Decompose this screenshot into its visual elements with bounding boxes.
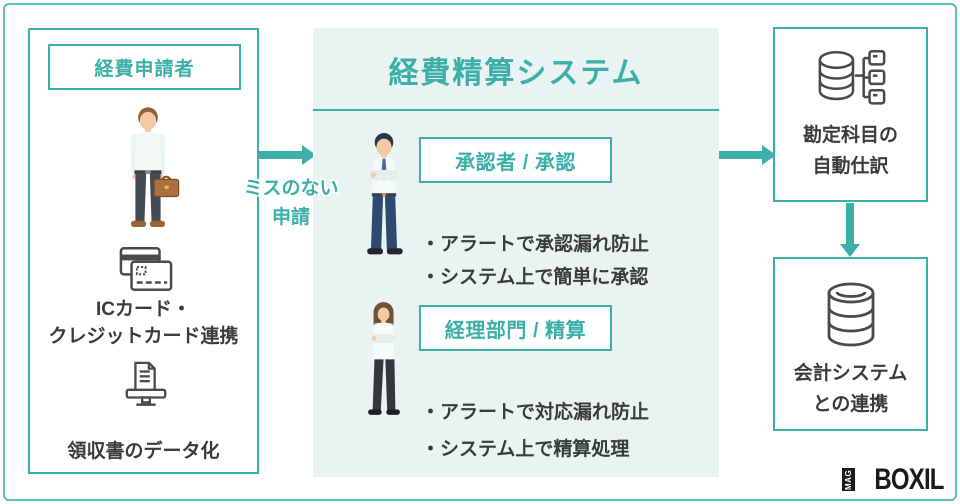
system-title: 経費精算システム xyxy=(388,57,644,90)
apply-arrow-label-line2: 申請 xyxy=(271,207,310,228)
apply-arrow-label: ミスのない 申請 xyxy=(243,174,339,232)
journal-box: 勘定科目の 自動仕訳 xyxy=(773,27,928,202)
database-icon xyxy=(827,282,875,347)
accounting-dept-label: 経理部門 / 精算 xyxy=(444,319,587,342)
down-arrow xyxy=(840,203,860,257)
outer-border xyxy=(3,3,957,501)
accounting-bullet-1: ・アラートで対応漏れ防止 xyxy=(421,402,650,423)
journal-caption: 勘定科目の 自動仕訳 xyxy=(775,120,926,182)
approver-bullet-2: ・システム上で簡単に承認 xyxy=(421,267,649,288)
approver-label-box: 承認者 / 承認 xyxy=(419,137,612,183)
down-arrow-line xyxy=(846,203,854,244)
output-arrow-head xyxy=(762,145,776,165)
mag-badge: MAG xyxy=(842,468,856,491)
approver-bullet-1: ・アラートで承認漏れ防止 xyxy=(421,234,650,255)
accounting-dept-label-box: 経理部門 / 精算 xyxy=(419,305,612,351)
accounting-caption: 会計システム との連携 xyxy=(775,358,926,420)
accounting-box: 会計システム との連携 xyxy=(773,257,928,431)
accountant-person-illustration xyxy=(368,302,400,415)
accounting-caption-line2: との連携 xyxy=(812,394,889,415)
card-caption: ICカード・ クレジットカード連携 xyxy=(30,296,257,350)
credit-card-icon xyxy=(119,247,173,292)
card-caption-line1: ICカード・ xyxy=(95,299,191,320)
accounting-bullet-2: ・システム上で精算処理 xyxy=(421,439,630,460)
applicant-panel: 経費申請者 xyxy=(28,28,259,474)
apply-arrow xyxy=(259,145,316,165)
approver-label: 承認者 / 承認 xyxy=(455,151,576,174)
applicant-label-box: 経費申請者 xyxy=(48,44,241,90)
output-arrow xyxy=(719,145,776,165)
journal-caption-line1: 勘定科目の xyxy=(802,125,898,146)
receipt-caption: 領収書のデータ化 xyxy=(67,441,220,462)
journal-caption-line2: 自動仕訳 xyxy=(812,156,889,177)
receipt-scan-icon xyxy=(125,361,167,406)
apply-arrow-label-line1: ミスのない xyxy=(243,178,339,199)
boxil-mag-logo: MAG BOXIL xyxy=(842,463,945,496)
down-arrow-head xyxy=(840,244,860,257)
database-branch-icon xyxy=(818,49,886,105)
applicant-person-illustration xyxy=(130,107,180,228)
system-panel: 経費精算システム 承認者 / 承認 ・アラートで承認漏れ防止 ・システム上で簡単… xyxy=(313,28,719,477)
apply-arrow-line xyxy=(259,151,302,159)
apply-arrow-head xyxy=(302,145,316,165)
applicant-label: 経費申請者 xyxy=(94,58,195,80)
boxil-wordmark: BOXIL xyxy=(874,463,945,496)
accounting-caption-line1: 会計システム xyxy=(793,363,908,384)
title-divider xyxy=(313,109,719,111)
output-arrow-line xyxy=(719,151,762,159)
approver-person-illustration xyxy=(367,133,403,255)
card-caption-line2: クレジットカード連携 xyxy=(48,326,239,347)
